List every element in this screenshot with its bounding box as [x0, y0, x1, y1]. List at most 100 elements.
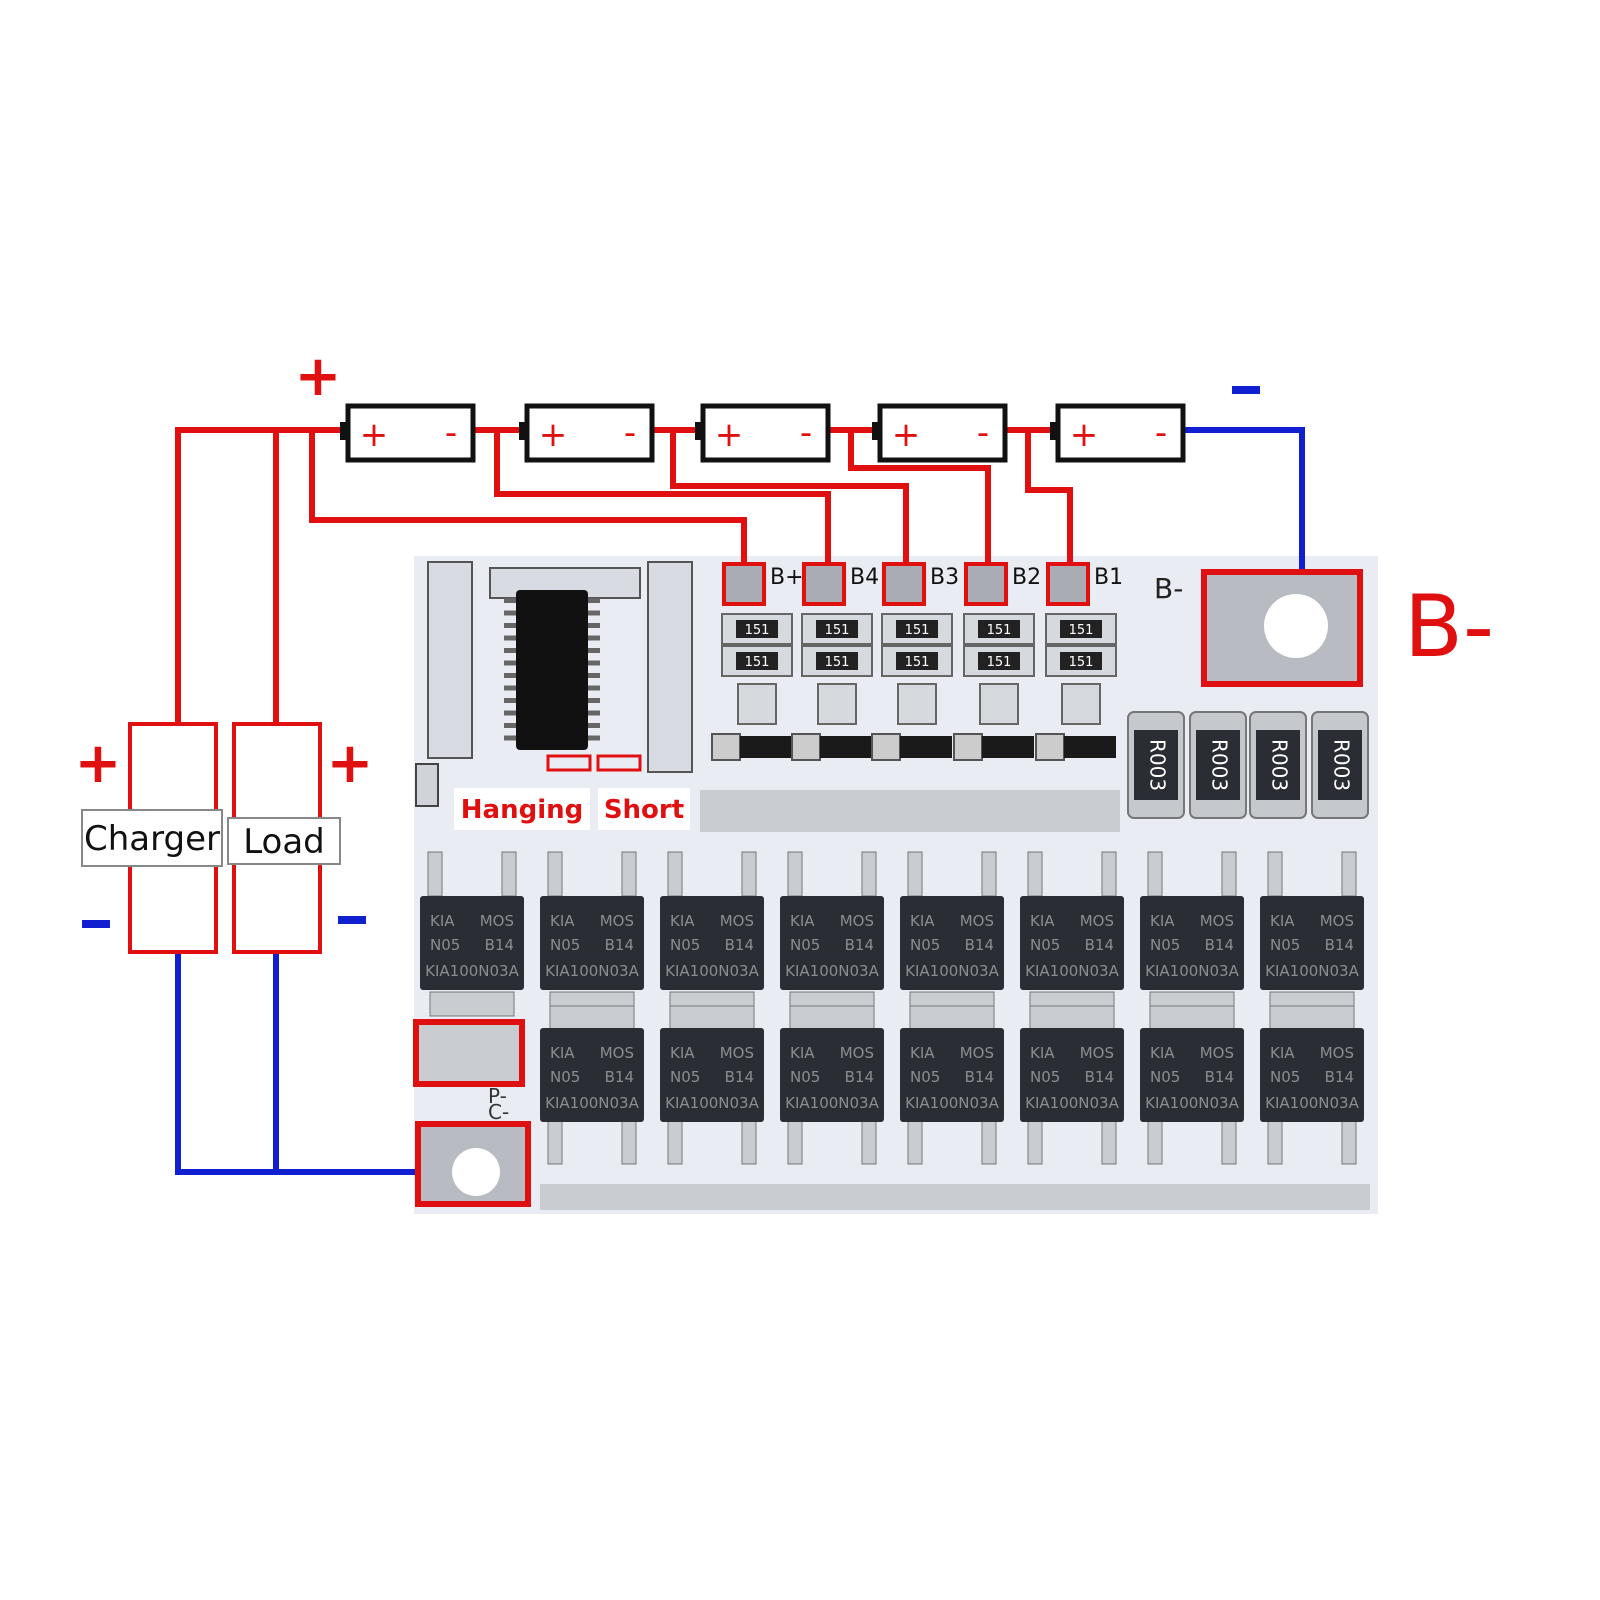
resistor-body	[736, 620, 778, 638]
mosfet-marking: N05	[670, 1068, 700, 1086]
negative-wires	[175, 427, 1305, 1175]
mosfet-lead	[1147, 851, 1163, 897]
mosfet-lead	[1267, 851, 1283, 897]
mosfet-marking: KIA100N03A	[545, 1094, 639, 1112]
mosfet-lead	[1101, 851, 1117, 897]
mosfet-marking: KIA100N03A	[1145, 962, 1239, 980]
mosfet-marking: N05	[430, 936, 460, 954]
battery-plus: +	[892, 415, 921, 455]
mosfet-lead	[1029, 1005, 1115, 1031]
b-minus-label: B-	[1404, 577, 1494, 677]
p-minus-label: P-	[488, 1084, 507, 1108]
battery-cell: +-	[340, 403, 476, 463]
ic-pin	[504, 673, 516, 678]
mosfet-marking: KIA100N03A	[1145, 1094, 1239, 1112]
balance-pad	[964, 562, 1008, 606]
mosfet-marking: KIA	[1150, 1044, 1175, 1062]
ic-pin	[504, 735, 516, 741]
mosfet-lead	[1027, 1119, 1043, 1165]
positive-wires	[175, 427, 1073, 724]
smd-column-right	[647, 561, 693, 773]
balance-pad-label: B1	[1094, 565, 1123, 590]
mosfet-marking: KIA	[1030, 912, 1055, 930]
mosfet-body	[780, 896, 884, 990]
mosfet-lead	[1221, 851, 1237, 897]
resistor-body	[896, 652, 938, 670]
shunt-code: R003	[1146, 739, 1170, 791]
mosfet-marking: N05	[1030, 936, 1060, 954]
mosfet-lead	[1269, 1005, 1355, 1031]
mosfet-marking: B14	[1325, 1068, 1354, 1086]
smd-column-left	[427, 561, 473, 759]
resistor-body	[978, 652, 1020, 670]
mosfet-marking: KIA	[550, 1044, 575, 1062]
battery-minus: -	[800, 413, 812, 453]
ic-pin	[588, 698, 600, 703]
mosfet-lead	[981, 1119, 997, 1165]
battery-minus: -	[445, 413, 457, 453]
mosfet-lead	[667, 1119, 683, 1165]
hanging-label: Hanging	[461, 795, 583, 825]
mosfet-marking: MOS	[600, 1044, 634, 1062]
ic-pin	[504, 660, 516, 666]
resistor-code: 151	[745, 655, 770, 670]
mosfet-marking: MOS	[720, 1044, 754, 1062]
smd-component	[711, 733, 741, 761]
mosfet-marking: KIA	[670, 1044, 695, 1062]
mosfet-marking: KIA	[910, 1044, 935, 1062]
mosfet-body	[1020, 1028, 1124, 1122]
short-label-bg	[598, 788, 690, 830]
mosfet-lead	[1341, 851, 1357, 897]
mosfet-marking: KIA	[910, 912, 935, 930]
battery-plus: +	[715, 415, 744, 455]
charger-plus-sign: +	[75, 731, 122, 796]
mosfet-marking: KIA100N03A	[1265, 962, 1359, 980]
ic-pin	[504, 623, 516, 628]
mosfet-lead	[787, 851, 803, 897]
mosfet-marking: B14	[965, 936, 994, 954]
mosfet-lead	[981, 851, 997, 897]
mosfet-body	[900, 896, 1004, 990]
mosfet-marking: B14	[1085, 936, 1114, 954]
transistor	[740, 736, 792, 758]
ic-pin	[504, 723, 516, 728]
mosfet-marking: KIA100N03A	[1025, 962, 1119, 980]
ic-pins	[504, 598, 600, 741]
short-jumper-pad	[596, 754, 642, 772]
mosfet-marking: MOS	[1320, 1044, 1354, 1062]
hanging-label-bg	[454, 788, 590, 830]
mosfet-lead	[907, 1119, 923, 1165]
ic-pin	[588, 673, 600, 678]
battery-plus: +	[360, 415, 389, 455]
led-component	[897, 683, 937, 725]
shunt-body	[1134, 730, 1178, 800]
mosfet-lead	[741, 851, 757, 897]
ic-pin	[588, 623, 600, 628]
shunt-body	[1256, 730, 1300, 800]
battery-minus: -	[624, 413, 636, 453]
mosfet-lead	[789, 1005, 875, 1031]
resistor-body	[1060, 652, 1102, 670]
mosfet-marking: N05	[1030, 1068, 1060, 1086]
ic-pin	[588, 648, 600, 653]
balance-pad	[722, 562, 766, 606]
mosfet-body	[540, 896, 644, 990]
ic-pin	[504, 685, 516, 691]
load-minus-sign	[338, 916, 366, 924]
mosfet-marking: MOS	[720, 912, 754, 930]
mosfet-body	[540, 1028, 644, 1122]
ic-pin	[504, 698, 516, 703]
protection-ic	[516, 590, 588, 750]
bottom-copper-strip	[540, 1184, 1370, 1210]
mosfet-lead	[1221, 1119, 1237, 1165]
mosfet-marking: KIA	[670, 912, 695, 930]
resistor-code: 151	[905, 655, 930, 670]
pack-minus-sign	[1232, 386, 1260, 394]
resistor-body	[816, 652, 858, 670]
battery-cell: +-	[872, 403, 1008, 463]
b-minus-mount-hole	[1264, 594, 1328, 658]
